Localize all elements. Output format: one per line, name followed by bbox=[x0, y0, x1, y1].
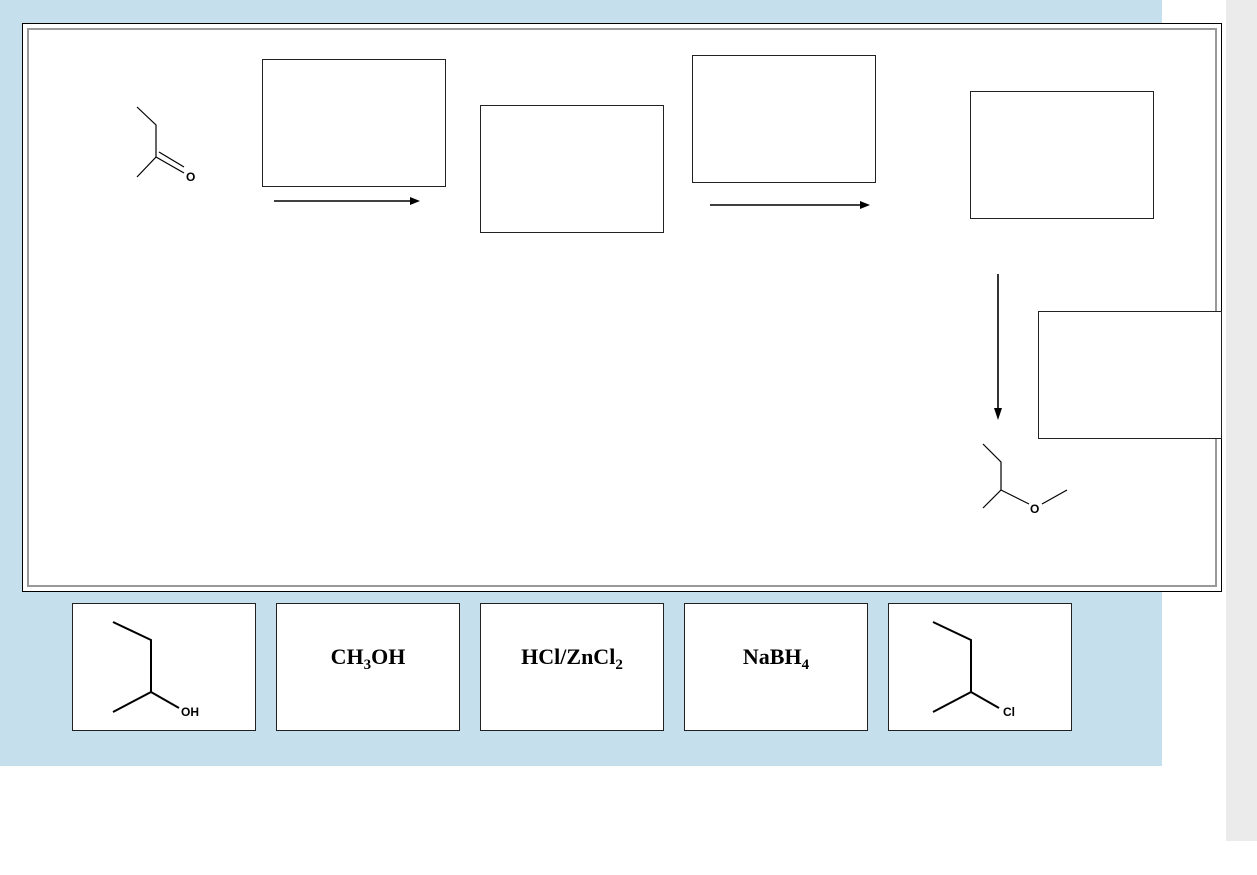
drop-box-reagent-1[interactable] bbox=[262, 59, 446, 187]
drop-box-intermediate-2[interactable] bbox=[970, 91, 1154, 219]
lucas-main: HCl/ZnCl bbox=[521, 644, 616, 669]
starting-material-structure: O bbox=[136, 106, 195, 184]
lucas-subscript: 2 bbox=[615, 657, 623, 673]
nabh4-main: NaBH bbox=[742, 644, 802, 669]
methanol-main: CH bbox=[330, 644, 364, 669]
drop-box-reagent-2[interactable] bbox=[692, 55, 876, 183]
chlorine-label: Cl bbox=[1003, 705, 1015, 719]
lucas-reagent-label: HCl/ZnCl2 bbox=[481, 644, 663, 674]
nabh4-subscript: 4 bbox=[801, 657, 810, 673]
hydroxyl-label: OH bbox=[181, 705, 199, 719]
methanol-label: CH3OH bbox=[277, 644, 459, 674]
methanol-tail: OH bbox=[371, 644, 406, 669]
arrow-step-2 bbox=[710, 201, 870, 209]
arrow-step-1 bbox=[274, 197, 420, 205]
board-frame bbox=[27, 28, 1217, 587]
tile-methanol[interactable]: CH3OH bbox=[276, 603, 460, 731]
tile-sodium-borohydride[interactable]: NaBH4 bbox=[684, 603, 868, 731]
nabh4-label: NaBH4 bbox=[685, 644, 867, 674]
product-structure: O bbox=[982, 443, 1068, 516]
tile-2-butanol[interactable]: OH bbox=[72, 603, 256, 731]
drop-box-intermediate-1[interactable] bbox=[480, 105, 664, 233]
methanol-subscript: 3 bbox=[363, 657, 372, 673]
tile-2-chlorobutane[interactable]: Cl bbox=[888, 603, 1072, 731]
start-oxygen-label: O bbox=[186, 170, 195, 184]
scrollbar[interactable] bbox=[1226, 0, 1257, 841]
drop-box-reagent-3[interactable] bbox=[1038, 311, 1222, 439]
butanol-structure: OH bbox=[112, 621, 199, 719]
chlorobutane-structure: Cl bbox=[932, 621, 1015, 719]
tile-lucas-reagent[interactable]: HCl/ZnCl2 bbox=[480, 603, 664, 731]
product-oxygen-label: O bbox=[1030, 502, 1039, 516]
arrow-step-3 bbox=[994, 274, 1002, 420]
